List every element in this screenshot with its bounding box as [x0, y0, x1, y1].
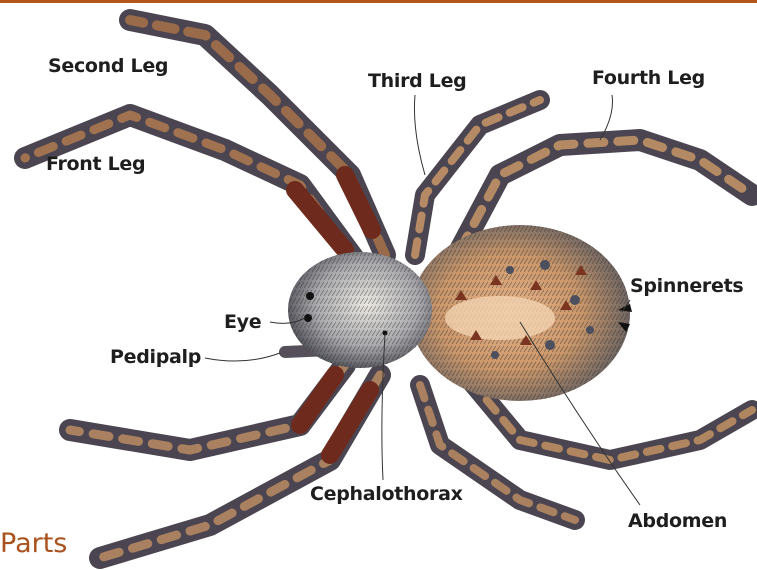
label-pedipalp: Pedipalp: [110, 346, 201, 368]
cephalothorax-shape: [288, 252, 432, 368]
label-front-leg: Front Leg: [46, 153, 145, 175]
label-spinnerets: Spinnerets: [630, 275, 743, 297]
label-eye: Eye: [224, 311, 261, 333]
label-third-leg: Third Leg: [368, 70, 466, 92]
label-abdomen: Abdomen: [628, 510, 727, 532]
abdomen-shape: [410, 225, 632, 401]
label-cephalothorax: Cephalothorax: [310, 483, 463, 505]
label-fourth-leg: Fourth Leg: [592, 67, 705, 89]
label-second-leg: Second Leg: [48, 55, 168, 77]
section-title: Parts: [0, 528, 67, 559]
